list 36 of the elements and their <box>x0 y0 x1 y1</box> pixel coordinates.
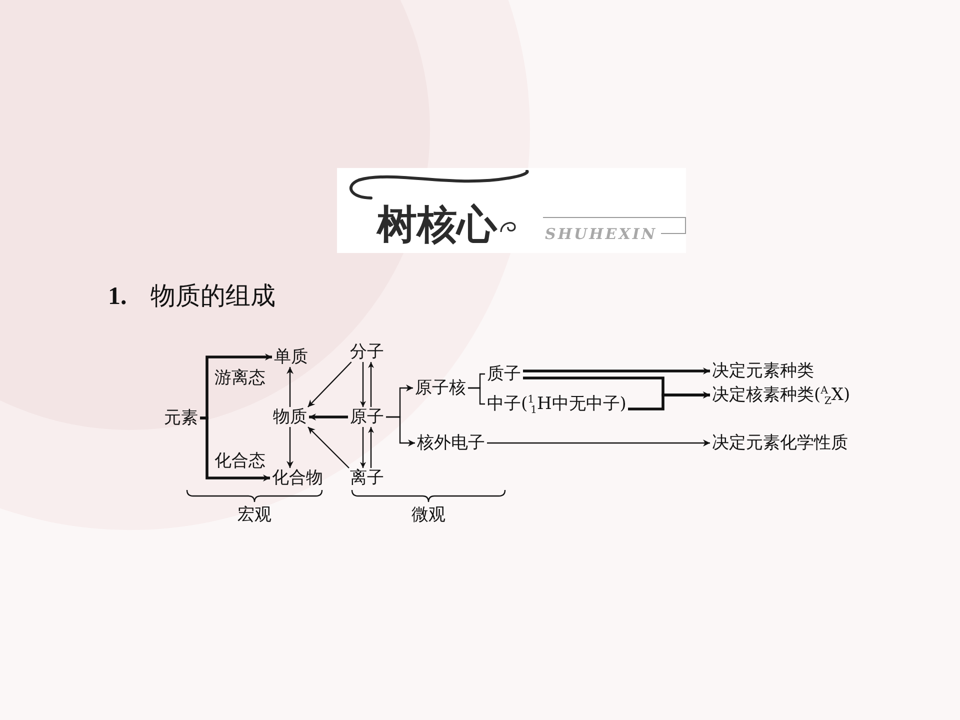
arrow <box>368 427 374 468</box>
term-label: 离子 <box>348 468 386 488</box>
banner-title: 树核心 <box>377 202 497 248</box>
term-label: 物质 <box>271 407 309 427</box>
edge-label: 游离态 <box>214 368 266 388</box>
term-label: 核外电子 <box>415 433 487 453</box>
connector-line <box>468 387 485 405</box>
term-label: 决定核素种类($^{A}$$_{Z}$X) <box>710 385 852 405</box>
brace-label: 宏观 <box>238 505 272 525</box>
term-label: 原子 <box>348 407 386 427</box>
arrow <box>487 440 710 446</box>
arrow <box>523 368 710 374</box>
term-label: 质子 <box>485 364 523 384</box>
arrow <box>308 426 350 468</box>
section-heading: 1. 物质的组成 <box>108 281 276 312</box>
brace-label: 微观 <box>412 505 446 525</box>
arrow <box>286 367 294 407</box>
arrow <box>360 427 366 468</box>
arrow <box>286 427 294 468</box>
arrow <box>360 362 366 407</box>
arrow <box>628 392 710 410</box>
term-label: 化合物 <box>270 468 325 488</box>
arrow <box>309 414 348 420</box>
term-label: 原子核 <box>413 378 468 398</box>
arrow <box>200 416 270 482</box>
edge-label: 化合态 <box>214 451 266 471</box>
arrow <box>386 416 415 446</box>
term-label: 元素 <box>162 408 200 428</box>
term-label: 单质 <box>272 347 310 367</box>
banner-subtitle: SHUHEXIN <box>545 225 658 243</box>
term-label: 中子($^{1}$$_{1}$H中无中子) <box>485 394 628 414</box>
term-label: 决定元素种类 <box>710 361 816 381</box>
arrow <box>307 362 352 408</box>
arrow <box>368 362 374 407</box>
term-label: 分子 <box>348 342 386 362</box>
term-label: 决定元素化学性质 <box>710 433 850 453</box>
